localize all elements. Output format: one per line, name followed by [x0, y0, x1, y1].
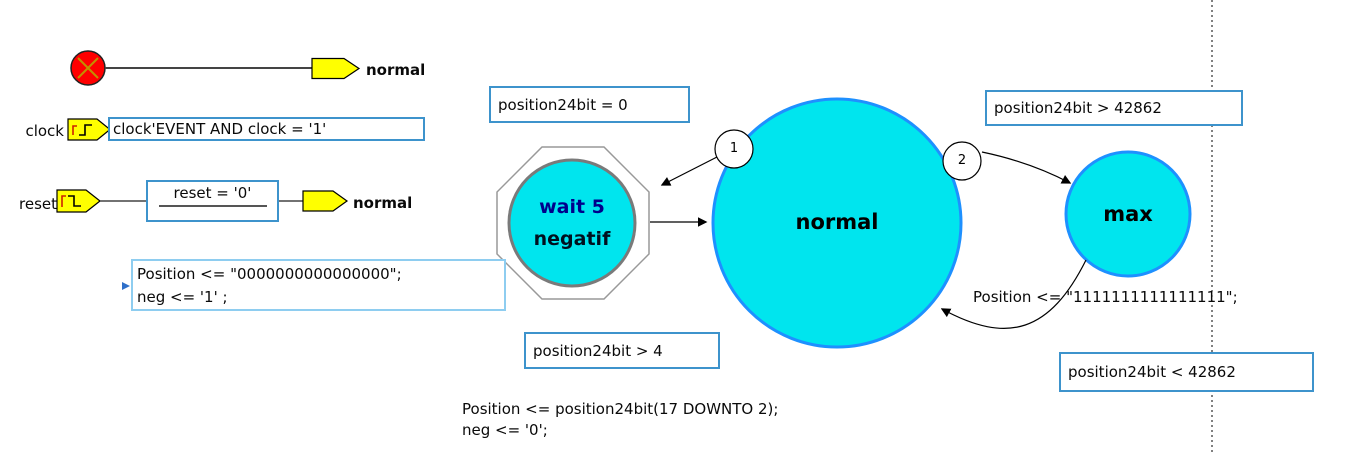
rising-edge-icon: [79, 124, 92, 136]
condition-text-max-to-normal: position24bit < 42862: [1068, 363, 1236, 381]
reset-flag-icon[interactable]: [302, 190, 349, 212]
condition-box-wait-to-normal[interactable]: position24bit > 4: [524, 332, 720, 369]
transition2-action-text: Position <= "1111111111111111";: [973, 288, 1238, 306]
state-max-label: max: [1103, 202, 1153, 226]
condition-box-max-to-normal[interactable]: position24bit < 42862: [1059, 352, 1314, 392]
clock-condition-text: clock'EVENT AND clock = '1': [113, 120, 327, 138]
reset-signal-tag-icon[interactable]: [56, 189, 101, 213]
condition-text-normal-to-wait: position24bit = 0: [498, 95, 628, 114]
transition1-action-box[interactable]: Position <= "0000000000000000"; neg <= '…: [131, 259, 506, 311]
reset-condition-box[interactable]: reset = '0': [146, 180, 279, 222]
transition3-action-text: Position <= position24bit(17 DOWNTO 2); …: [462, 399, 778, 441]
condition-text-normal-to-max: position24bit > 42862: [994, 99, 1162, 117]
priority-bubble-1[interactable]: [714, 129, 754, 169]
reset-marker-target-label: normal: [366, 61, 426, 79]
priority-1-label: 1: [729, 141, 739, 156]
condition-text-wait-to-normal: position24bit > 4: [533, 341, 663, 360]
clock-edge-glyph-red: [72, 125, 77, 135]
state-wait-negatif-circle[interactable]: [507, 158, 637, 288]
reset-flag-target-label: normal: [353, 194, 413, 212]
state-normal-circle[interactable]: [711, 97, 963, 349]
condition-box-normal-to-max[interactable]: position24bit > 42862: [985, 90, 1243, 126]
state-wait-label-line1: wait 5: [539, 196, 605, 218]
priority-2-label: 2: [957, 153, 967, 168]
transition3-action-line2: neg <= '0';: [462, 421, 548, 439]
clock-signal-tag-icon[interactable]: [67, 118, 111, 141]
clock-condition-box[interactable]: clock'EVENT AND clock = '1': [108, 117, 425, 141]
reset-signal-name: reset: [19, 195, 57, 213]
reset-action-separator: [158, 205, 267, 207]
state-wait-label-line2: negatif: [533, 228, 611, 250]
reset-target-flag-icon[interactable]: [311, 57, 361, 80]
falling-edge-icon: [68, 195, 81, 207]
transition3-action-line1: Position <= position24bit(17 DOWNTO 2);: [462, 400, 779, 418]
transition-max-to-normal-arrow[interactable]: [940, 259, 1087, 329]
condition-box-normal-to-wait[interactable]: position24bit = 0: [489, 86, 690, 123]
clock-signal-name: clock: [25, 122, 64, 140]
transition1-action-line1: Position <= "0000000000000000";: [137, 265, 402, 283]
reset-condition-text: reset = '0': [173, 184, 252, 202]
state-normal-label: normal: [795, 210, 879, 234]
reset-bubble-x-stroke2: [77, 57, 99, 79]
reset-edge-glyph-red: [61, 195, 66, 207]
priority-bubble-2[interactable]: [942, 141, 982, 181]
transition-normal-to-wait-arrow[interactable]: [660, 156, 718, 186]
transition1-action-line2: neg <= '1' ;: [137, 288, 228, 306]
state-max-circle[interactable]: [1064, 150, 1192, 278]
transition-normal-to-max-arrow[interactable]: [981, 151, 1072, 184]
action-link-arrow-icon: [122, 282, 130, 290]
